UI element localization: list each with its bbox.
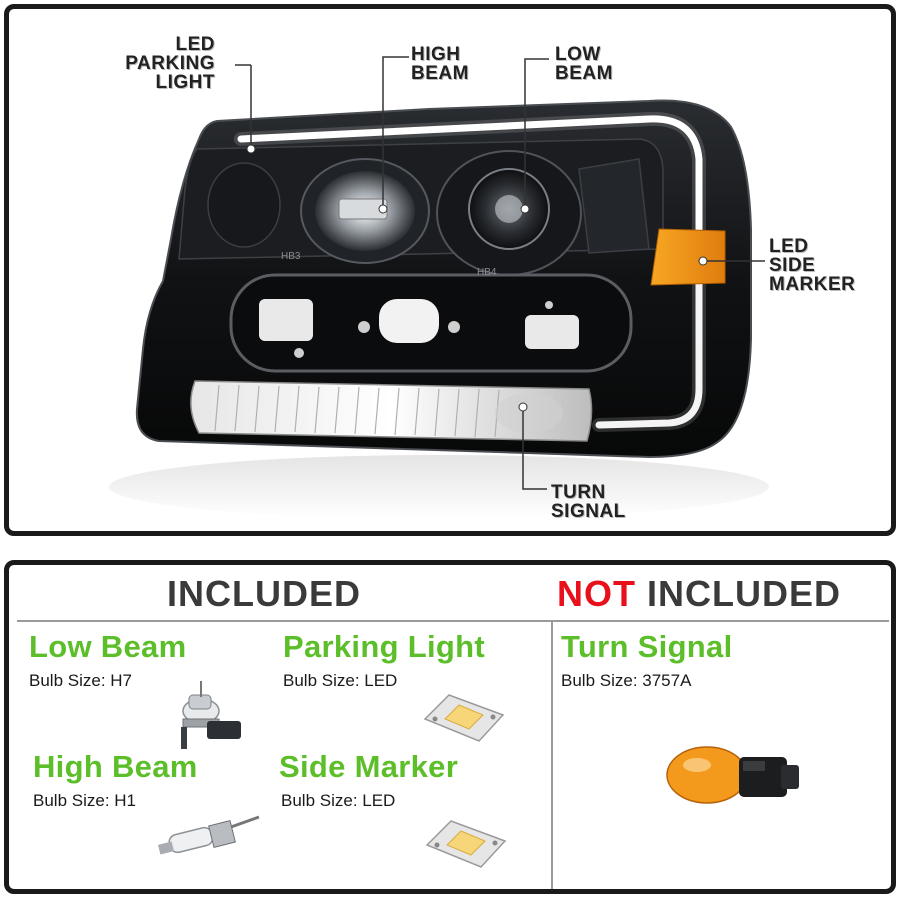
turn-signal-lens: [190, 380, 593, 442]
low-beam-title: Low Beam: [29, 629, 187, 664]
led-chip-icon: [423, 694, 505, 742]
side-marker-title: Side Marker: [279, 749, 459, 784]
h1-halogen-bulb-icon: [157, 815, 260, 855]
column-divider: [551, 622, 553, 889]
amber-side-marker: [650, 228, 726, 286]
callout-led-side-marker: LED SIDE MARKER: [769, 236, 856, 295]
amber-bulb-icon: [666, 746, 799, 804]
hb3-label: HB3: [281, 251, 301, 262]
h7-halogen-bulb-icon: [181, 681, 241, 749]
headlight-image: [109, 56, 769, 519]
not-included-header: NOT INCLUDED: [557, 573, 841, 615]
included-header: INCLUDED: [167, 573, 361, 614]
led-chip-icon: [425, 820, 507, 868]
side-marker-bulb-size: Bulb Size: LED: [281, 791, 396, 810]
parking-light-bulb-size: Bulb Size: LED: [283, 671, 398, 690]
not-included-label: INCLUDED: [647, 573, 842, 614]
bulb-info-panel: INCLUDED NOT INCLUDED Low Beam Bulb Size…: [4, 560, 896, 894]
callout-low-beam: LOW BEAM: [555, 44, 613, 84]
hb4-label: HB4: [477, 267, 497, 278]
callout-led-parking-light: LED PARKING LIGHT: [125, 34, 215, 93]
high-beam-title: High Beam: [33, 749, 198, 784]
callout-high-beam: HIGH BEAM: [411, 44, 469, 84]
turn-signal-title: Turn Signal: [561, 629, 733, 664]
high-beam-bulb-size: Bulb Size: H1: [33, 791, 136, 810]
header-divider: [17, 620, 889, 622]
turn-signal-bulb-size: Bulb Size: 3757A: [561, 671, 692, 690]
drl-light-bar: [237, 115, 703, 273]
headlight-product-panel: HB3 HB4 LED PARKING LIGHT HIGH BEAM LOW …: [4, 4, 896, 536]
callout-turn-signal: TURN SIGNAL: [551, 482, 626, 522]
low-beam-bulb-size: Bulb Size: H7: [29, 671, 132, 690]
parking-light-title: Parking Light: [283, 629, 485, 664]
not-label: NOT: [557, 573, 636, 614]
